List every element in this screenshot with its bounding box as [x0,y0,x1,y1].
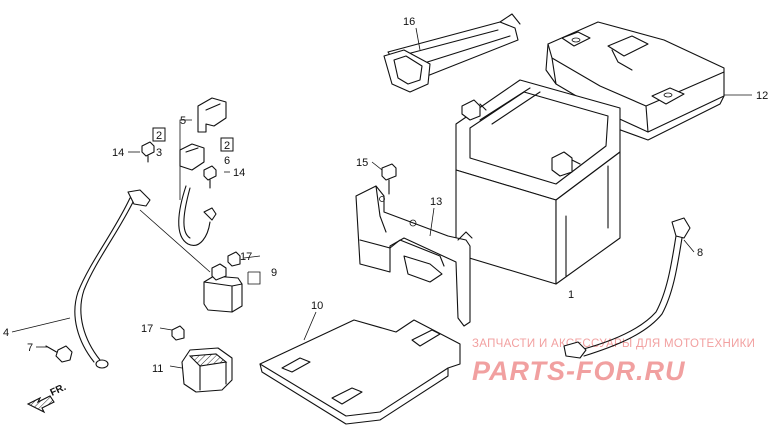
callout-13: 13 [430,196,442,208]
callout-16: 16 [403,16,415,28]
callout-3: 3 [156,147,162,159]
watermark: ЗАПЧАСТИ И АКСЕССУАРЫ ДЛЯ МОТОТЕХНИКИ PA… [472,338,755,386]
fuse-part-lower [171,325,185,341]
callout-17b: 17 [141,323,153,335]
callout-7: 7 [27,342,33,354]
callout-4: 4 [3,327,9,339]
callout-9: 9 [271,267,277,279]
callout-14b: 14 [233,167,245,179]
battery-strap-part [383,13,521,93]
positive-cable-part [563,217,691,359]
callout-box-2b [220,137,234,152]
callout-10: 10 [311,300,323,312]
front-direction-arrow-icon: FR. [26,382,68,414]
starter-relay-part [203,251,243,313]
relay-holder-part [181,347,233,393]
battery-tray-part [259,319,461,425]
watermark-site: PARTS-FOR.RU [472,356,686,386]
watermark-tagline: ЗАПЧАСТИ И АКСЕССУАРЫ ДЛЯ МОТОТЕХНИКИ [472,338,755,350]
callout-5: 5 [180,115,186,127]
callout-box-2a [152,127,166,142]
ground-cable-part [74,189,151,369]
callout-1: 1 [568,289,574,301]
leader-lines [11,27,752,369]
terminal-cover-part-5 [197,97,227,133]
battery-part [455,79,621,285]
direction-label: FR. [49,382,68,399]
screw-part-14-upper [141,141,155,163]
callout-12: 12 [756,90,768,102]
screw-part-14-lower [203,165,217,189]
callout-2b: 2 [224,140,230,152]
relay-cable-part [178,185,217,246]
callout-2a: 2 [156,130,162,142]
callout-17a: 17 [240,251,252,263]
bolt-part-7 [45,345,73,363]
battery-holder-part [355,185,473,327]
callout-6: 6 [224,155,230,167]
bolt-part-15 [381,163,397,195]
callout-15: 15 [356,157,368,169]
terminal-cover-part-6 [179,143,205,171]
callout-8: 8 [697,247,703,259]
callout-14a: 14 [112,147,124,159]
callout-11: 11 [152,363,163,375]
